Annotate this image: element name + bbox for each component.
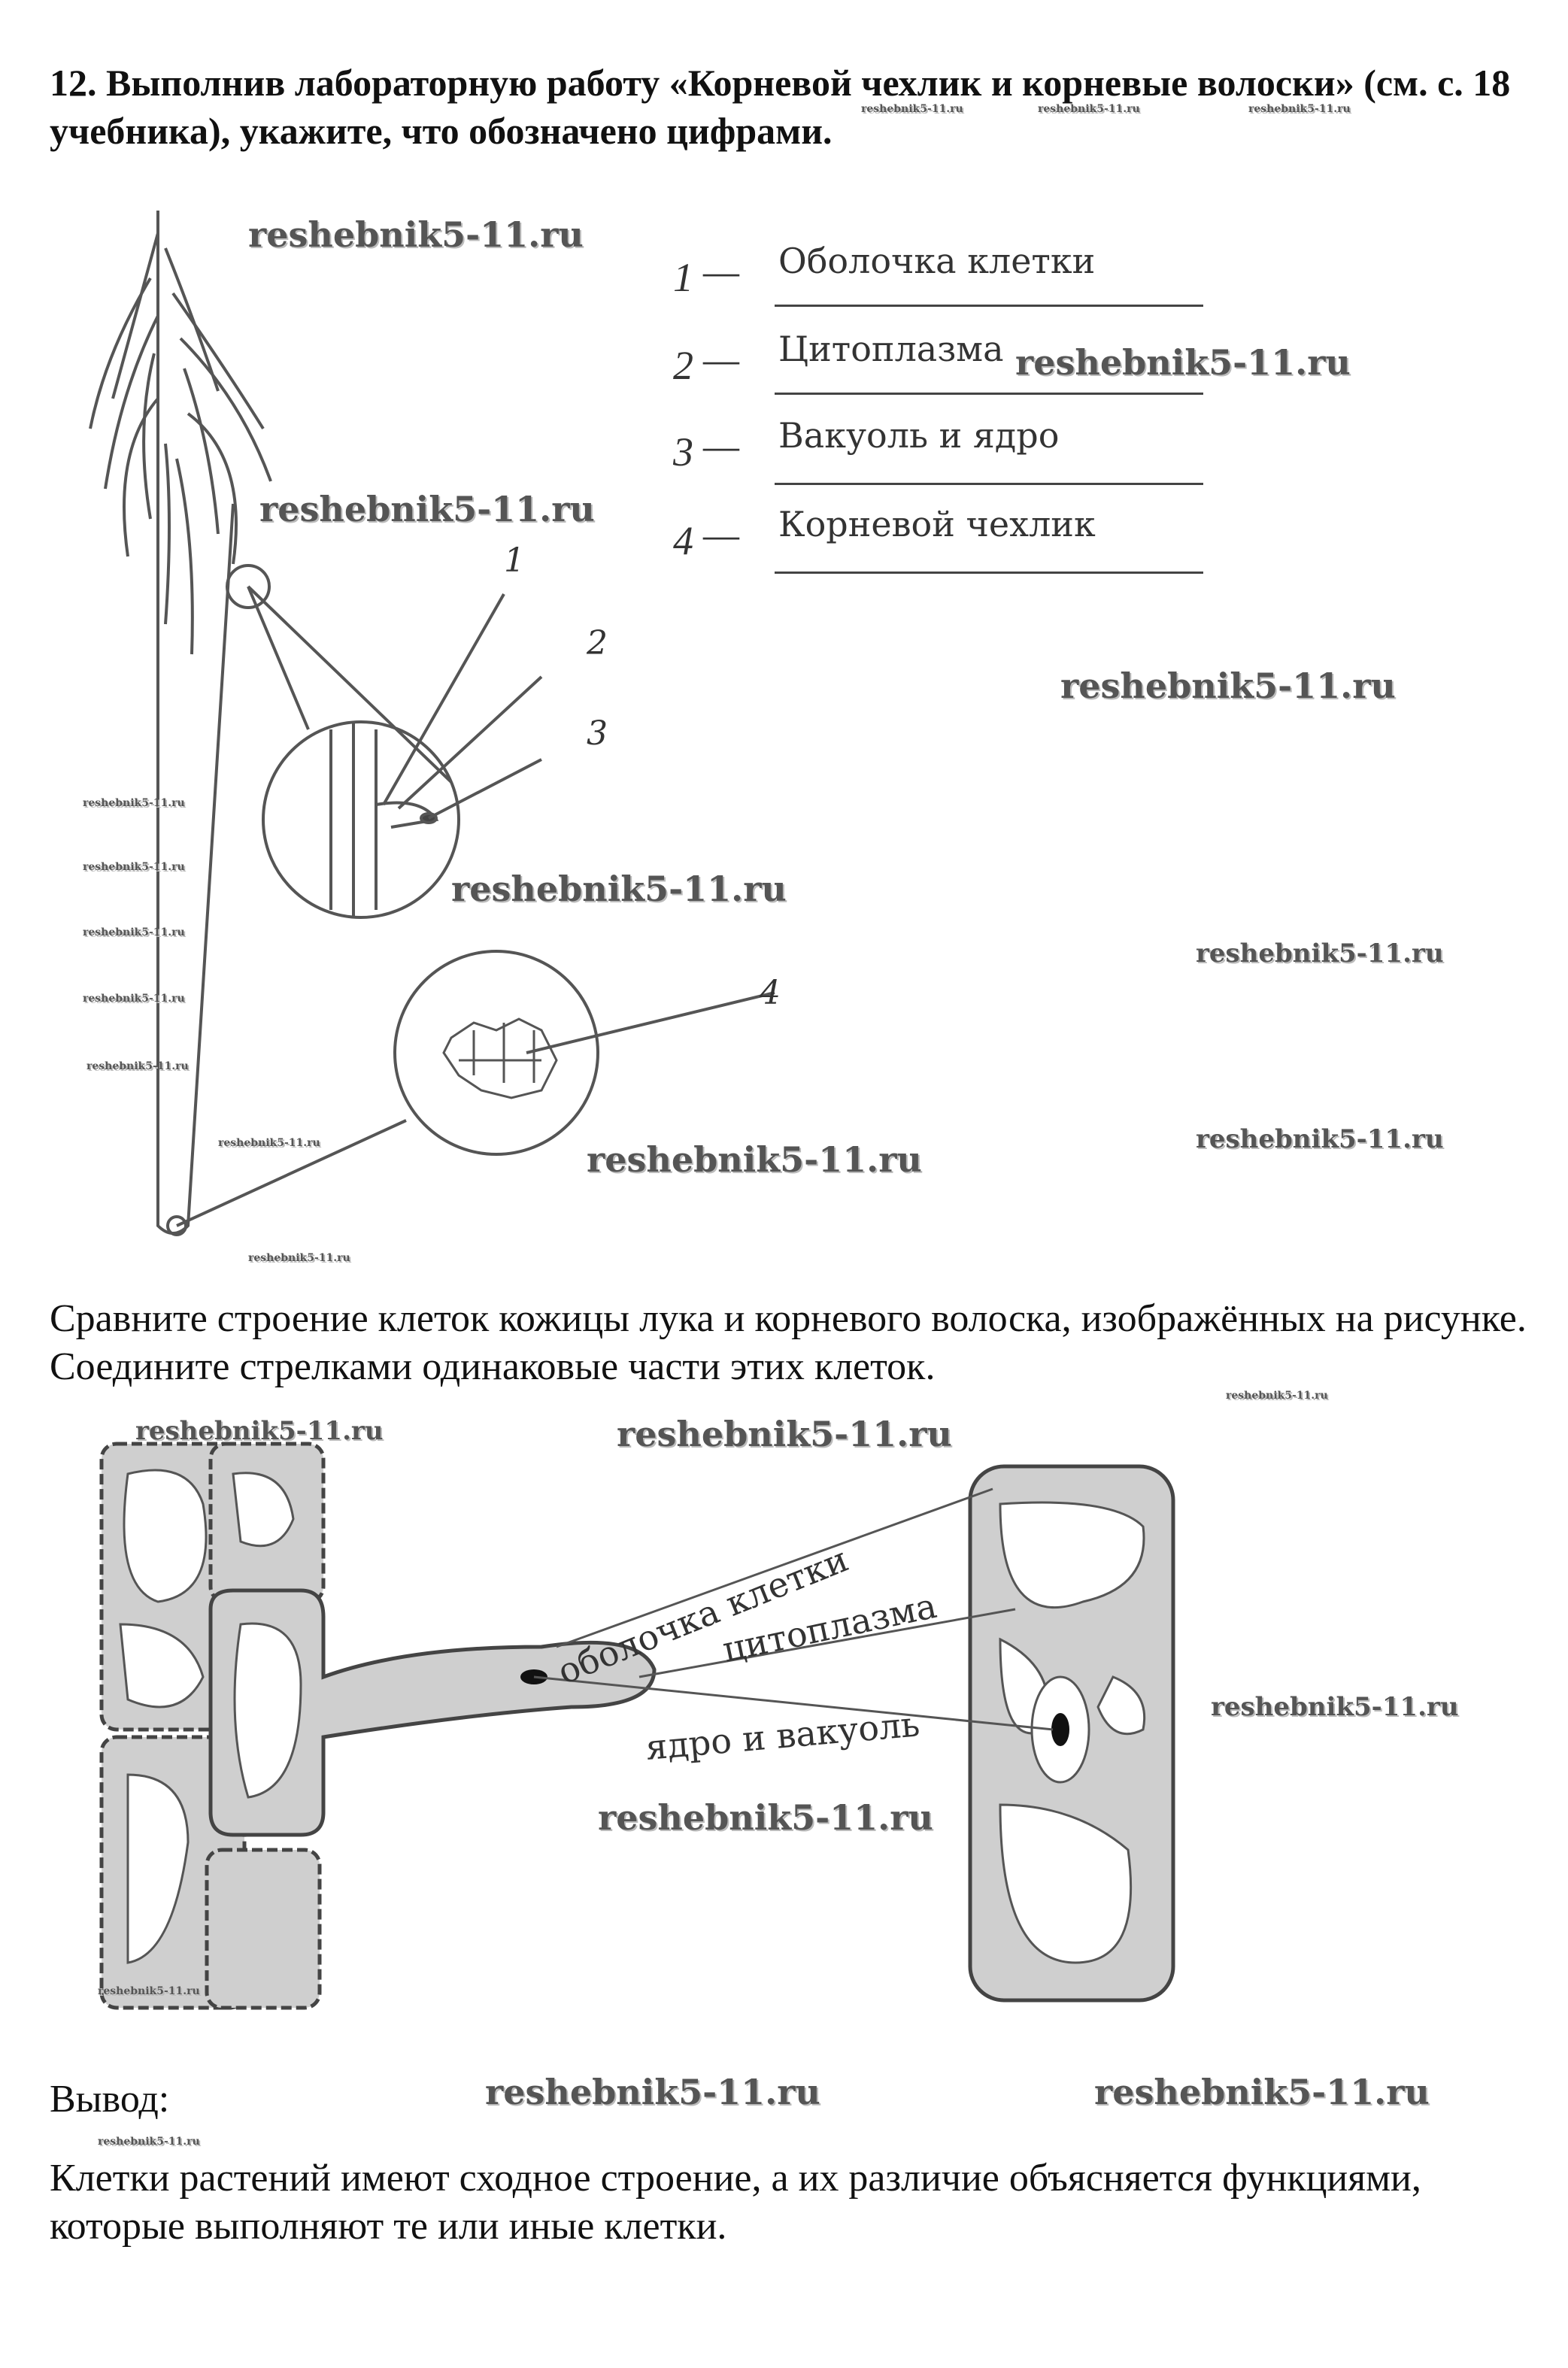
watermark: reshebnik5-11.ru [1015, 342, 1351, 383]
watermark: reshebnik5-11.ru [98, 2136, 200, 2148]
onion-nucleus [1051, 1713, 1069, 1746]
answer-text: Корневой чехлик [778, 504, 1096, 544]
answer-line [775, 393, 1203, 395]
callout-2: 2 [586, 624, 608, 662]
watermark: reshebnik5-11.ru [587, 1139, 922, 1180]
task-title: 12. Выполнив лабораторную работу «Корнев… [50, 62, 1511, 152]
cell-comparison-diagram: оболочка клетки цитоплазма ядро и вакуол… [99, 1442, 1175, 2010]
answer-number: 2 [673, 343, 693, 388]
compare-instruction: Сравните строение клеток кожицы лука и к… [50, 1297, 1527, 1388]
watermark: reshebnik5-11.ru [248, 1252, 350, 1264]
answer-line [775, 305, 1203, 307]
watermark: reshebnik5-11.ru [83, 861, 185, 873]
watermark: reshebnik5-11.ru [1196, 938, 1444, 969]
watermark: reshebnik5-11.ru [485, 2072, 820, 2112]
watermark: reshebnik5-11.ru [1196, 1124, 1444, 1154]
watermark: reshebnik5-11.ru [86, 1060, 189, 1072]
magnified-root-hair [262, 720, 460, 919]
root-hairs [89, 232, 272, 655]
watermark: reshebnik5-11.ru [1094, 2072, 1430, 2112]
watermark: reshebnik5-11.ru [1226, 1390, 1328, 1402]
zoom-circle-small [226, 564, 271, 609]
watermark: reshebnik5-11.ru [135, 1416, 384, 1446]
watermark: reshebnik5-11.ru [259, 489, 595, 529]
answer-dash: — [703, 423, 740, 468]
watermark: reshebnik5-11.ru [451, 869, 787, 909]
watermark: reshebnik5-11.ru [617, 1414, 952, 1454]
watermark: reshebnik5-11.ru [598, 1797, 933, 1838]
callout-1: 1 [504, 541, 525, 580]
answer-number: 1 [673, 255, 693, 300]
watermark: reshebnik5-11.ru [1248, 103, 1351, 115]
watermark: reshebnik5-11.ru [1211, 1692, 1459, 1722]
watermark: reshebnik5-11.ru [83, 797, 185, 809]
watermark: reshebnik5-11.ru [98, 1985, 200, 1997]
answer-text: Цитоплазма [778, 329, 1004, 369]
magnified-root-cap [393, 950, 599, 1156]
watermark: reshebnik5-11.ru [218, 1137, 320, 1149]
answer-number: 3 [673, 429, 693, 475]
conclusion-heading: Вывод: [50, 2078, 170, 2121]
label-nucleus-vacuole: ядро и вакуоль [644, 1703, 921, 1768]
answer-dash: — [703, 512, 740, 557]
watermark: reshebnik5-11.ru [1038, 103, 1140, 115]
answer-dash: — [703, 337, 740, 382]
root-hair-cell [208, 1588, 657, 1837]
answer-text: Вакуоль и ядро [778, 415, 1060, 456]
callout-3: 3 [587, 714, 608, 753]
answer-line [775, 483, 1203, 485]
root-diagram: 1 2 3 4 [89, 211, 781, 1236]
watermark: reshebnik5-11.ru [248, 214, 584, 255]
watermark: reshebnik5-11.ru [1060, 666, 1396, 706]
answer-number: 4 [673, 518, 693, 563]
answer-line [775, 572, 1203, 574]
watermark: reshebnik5-11.ru [83, 926, 185, 938]
answer-dash: — [703, 249, 740, 294]
watermark: reshebnik5-11.ru [861, 103, 963, 115]
conclusion-text: Клетки растений имеют сходное строение, … [50, 2157, 1421, 2248]
answer-text: Оболочка клетки [778, 241, 1096, 281]
root-cap-tip [166, 1215, 187, 1236]
watermark: reshebnik5-11.ru [83, 993, 185, 1005]
callout-4: 4 [759, 974, 781, 1012]
